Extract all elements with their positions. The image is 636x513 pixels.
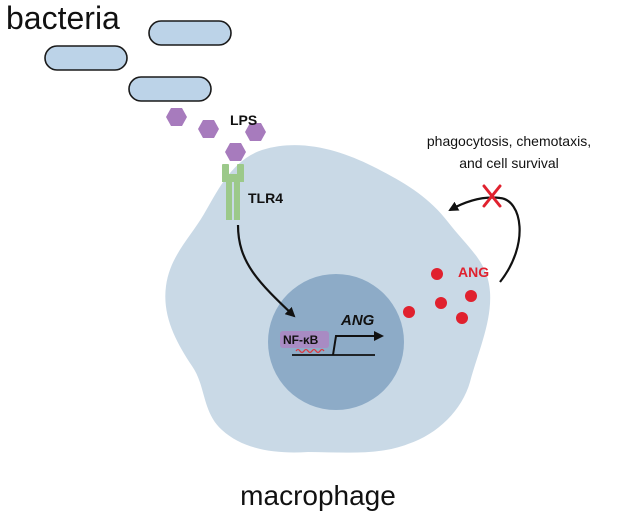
effects-line-1: phagocytosis, chemotaxis, (427, 133, 591, 149)
ang-dot (456, 312, 468, 324)
transcription-arrow (332, 331, 384, 356)
bacterium (44, 45, 128, 71)
lps-hexagon (166, 108, 187, 126)
tlr4-receptor (222, 164, 244, 220)
lps-molecules (166, 108, 266, 161)
nfkb-box (280, 331, 329, 348)
nfkb-label: NF-κB (283, 333, 319, 347)
bacterium (148, 20, 232, 46)
ang-dot (431, 268, 443, 280)
bacteria-label: bacteria (6, 0, 120, 36)
ang-protein-label: ANG (458, 264, 489, 280)
ang-protein-dots (403, 268, 477, 324)
bacteria-group (44, 20, 232, 102)
signal-arrow (236, 224, 296, 318)
nfkb-binding-wave (295, 348, 325, 354)
lps-label: LPS (230, 112, 257, 128)
lps-hexagon (245, 123, 266, 141)
lps-hexagon (198, 120, 219, 138)
macrophage-label: macrophage (240, 480, 396, 511)
inhibition-x-icon (482, 184, 502, 208)
ang-dot (465, 290, 477, 302)
feedback-arrow (448, 196, 521, 283)
bacterium (128, 76, 212, 102)
ang-dot (435, 297, 447, 309)
ang-gene-label: ANG (340, 312, 375, 329)
effects-line-2: and cell survival (459, 155, 559, 171)
lps-hexagon (225, 143, 246, 161)
tlr4-label: TLR4 (248, 190, 283, 206)
ang-dot (403, 306, 415, 318)
